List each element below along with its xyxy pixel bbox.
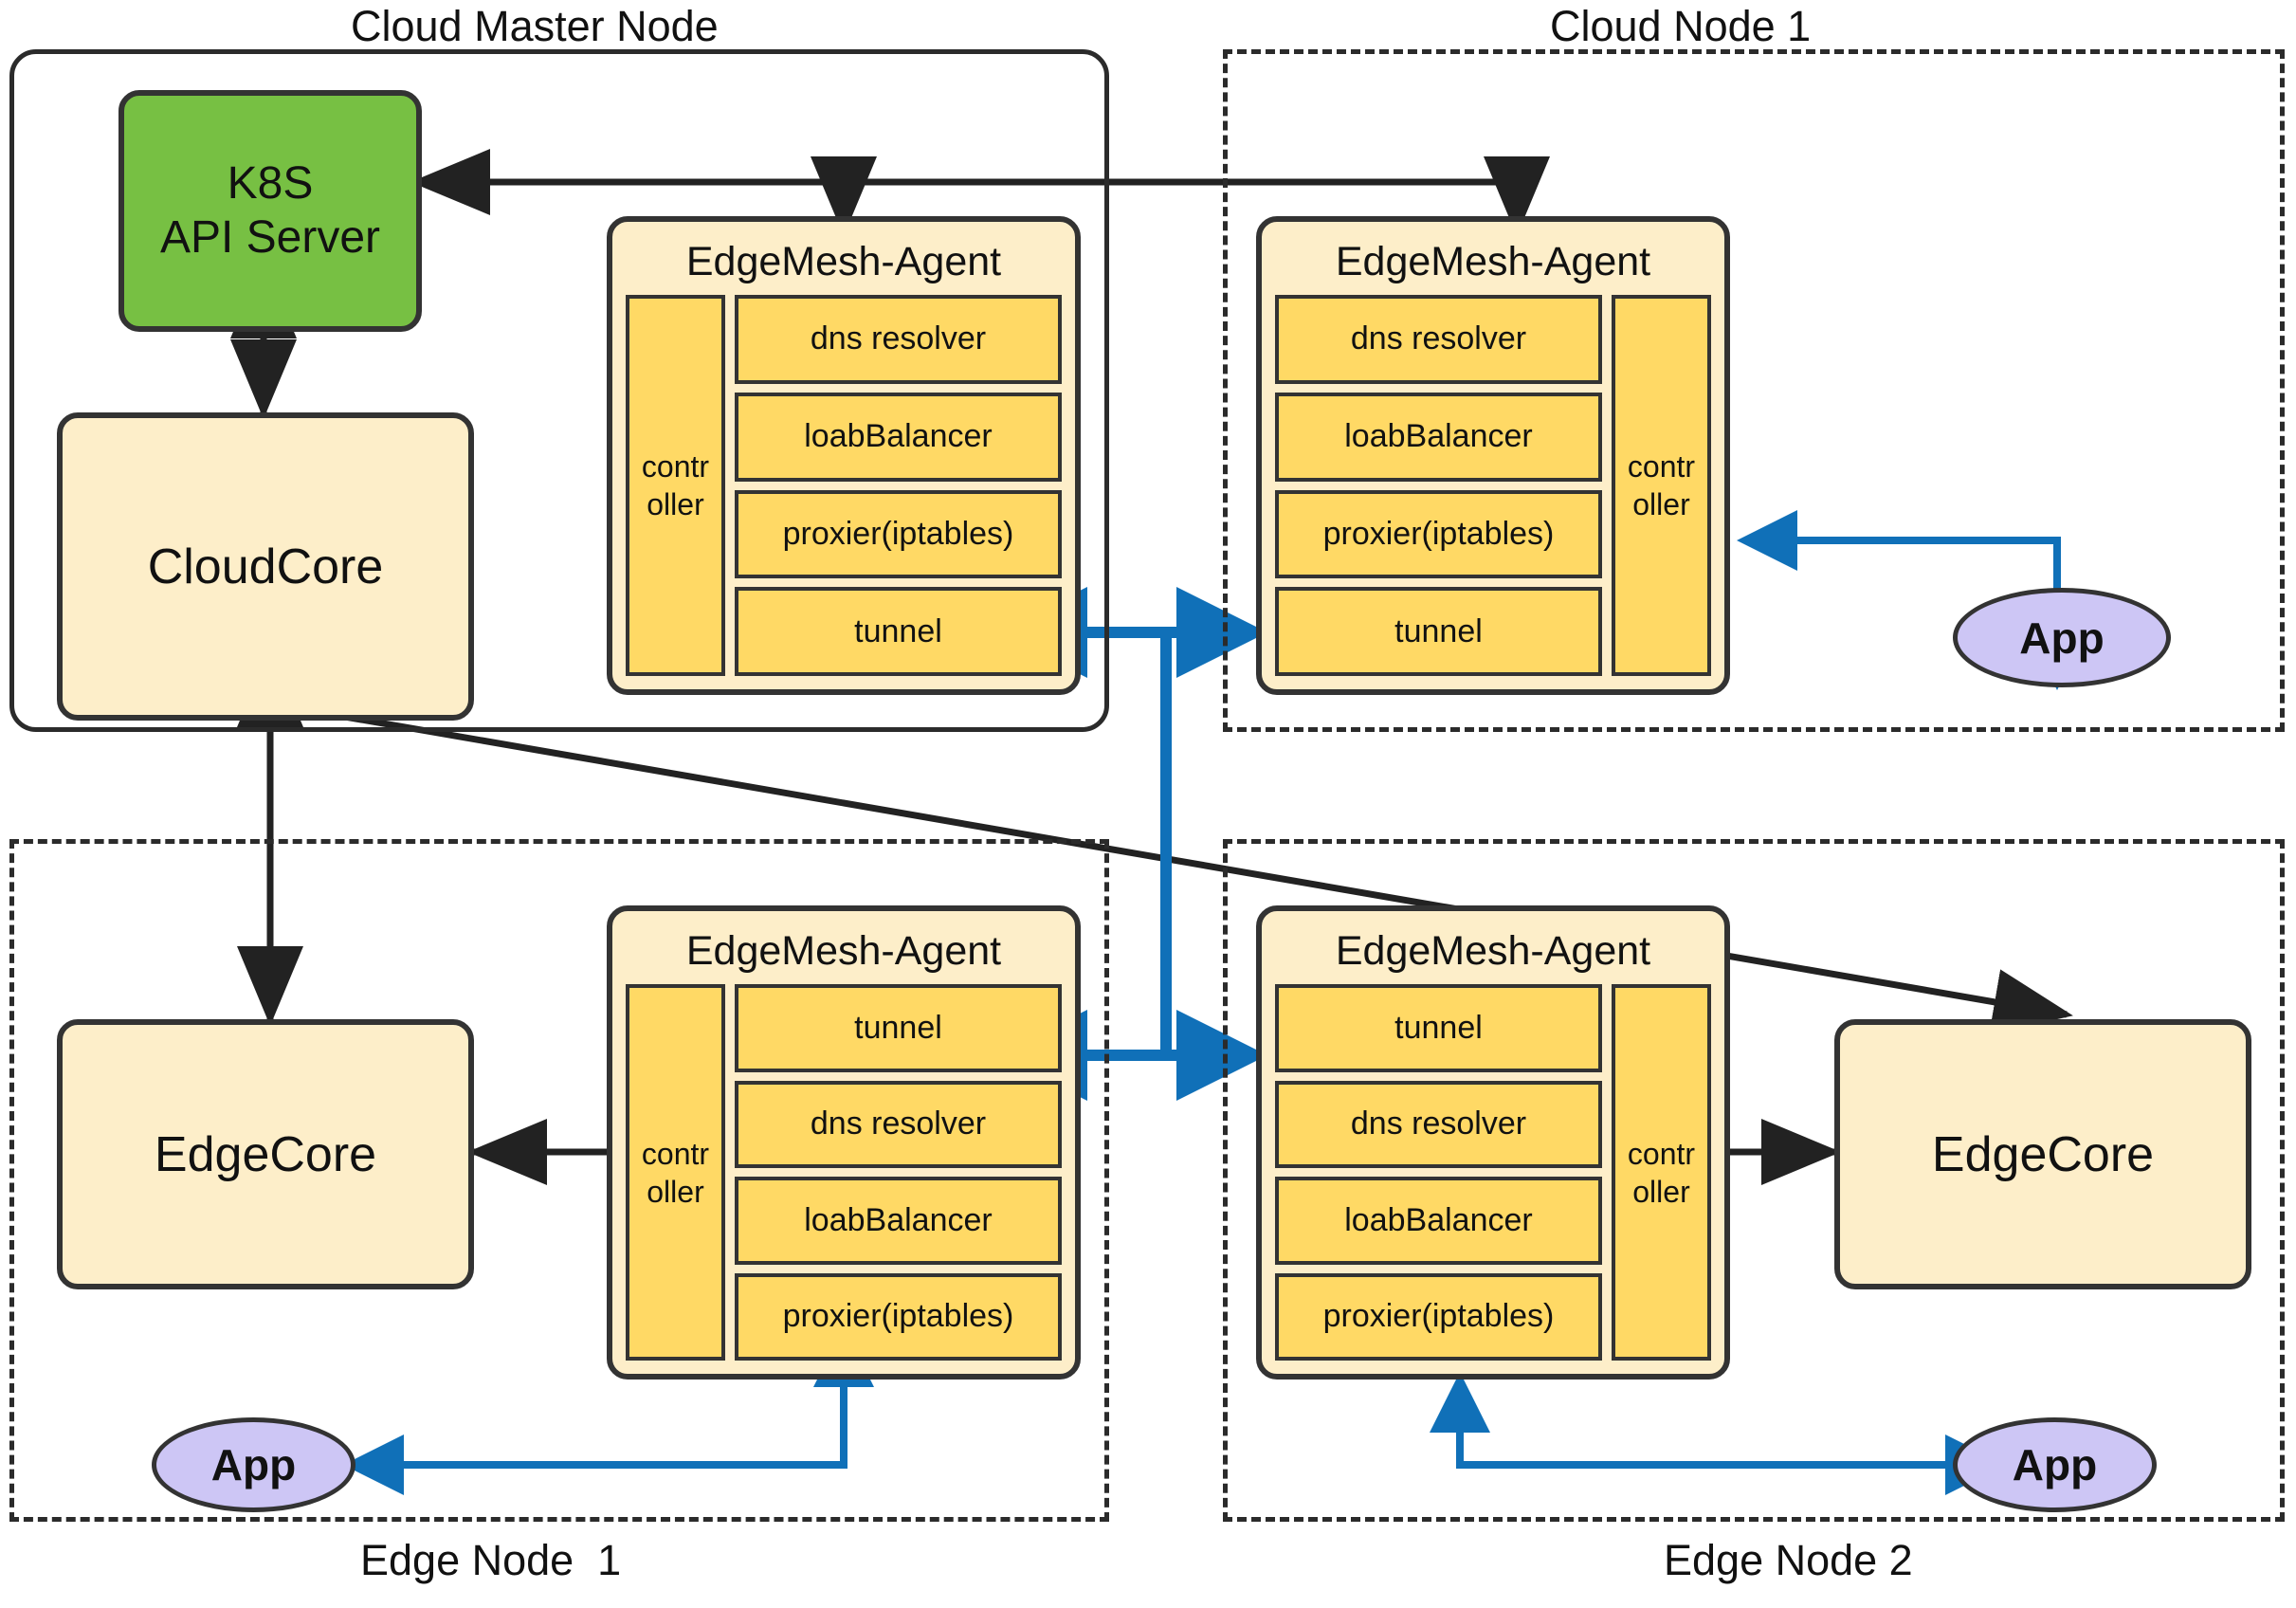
agent-modules: dns resolver loabBalancer proxier(iptabl… xyxy=(735,295,1062,676)
agent-title: EdgeMesh-Agent xyxy=(685,239,1002,284)
agent-module[interactable]: proxier(iptables) xyxy=(1275,489,1602,579)
agent-module[interactable]: dns resolver xyxy=(1275,295,1602,384)
agent-module-tunnel[interactable]: tunnel xyxy=(1275,984,1602,1072)
app-label: App xyxy=(2012,1440,2098,1489)
agent-title: EdgeMesh-Agent xyxy=(1335,928,1651,974)
app-edge-node-2[interactable]: App xyxy=(1953,1417,2157,1512)
agent-controller[interactable]: contr oller xyxy=(1612,295,1711,676)
agent-module-tunnel[interactable]: tunnel xyxy=(735,587,1062,676)
edge-node-1-label: Edge Node 1 xyxy=(360,1536,622,1584)
agent-module[interactable]: dns resolver xyxy=(735,1080,1062,1168)
agent-controller[interactable]: contr oller xyxy=(1612,984,1711,1361)
edge-node-1-zone xyxy=(9,839,1109,1522)
agent-module-tunnel[interactable]: tunnel xyxy=(1275,587,1602,676)
edgecore-box-edge-node-2[interactable]: EdgeCore xyxy=(1834,1019,2251,1289)
cloudcore-label: CloudCore xyxy=(147,539,384,594)
app-cloud-node-1[interactable]: App xyxy=(1953,588,2171,687)
agent-module[interactable]: proxier(iptables) xyxy=(1275,1272,1602,1361)
edge-node-2-zone xyxy=(1223,839,2285,1522)
app-edge-node-1[interactable]: App xyxy=(152,1417,355,1512)
agent-module[interactable]: proxier(iptables) xyxy=(735,1272,1062,1361)
agent-module[interactable]: dns resolver xyxy=(1275,1080,1602,1168)
agent-module[interactable]: loabBalancer xyxy=(1275,392,1602,482)
connector-agent1-to-app1 xyxy=(343,1326,874,1495)
edgecore-box-edge-node-1[interactable]: EdgeCore xyxy=(57,1019,474,1289)
agent-module[interactable]: loabBalancer xyxy=(735,392,1062,482)
cloud-master-node-label: Cloud Master Node xyxy=(351,2,719,50)
agent-module[interactable]: loabBalancer xyxy=(735,1177,1062,1265)
edgemesh-agent-edge-node-1[interactable]: EdgeMesh-Agent contr oller tunnel dns re… xyxy=(607,905,1081,1380)
agent-module-tunnel[interactable]: tunnel xyxy=(735,984,1062,1072)
connector-app2-to-agent2 xyxy=(1430,1372,2006,1495)
agent-module[interactable]: loabBalancer xyxy=(1275,1177,1602,1265)
app-label: App xyxy=(210,1440,297,1489)
edge-node-2-label: Edge Node 2 xyxy=(1664,1536,1913,1584)
cloudcore-box[interactable]: CloudCore xyxy=(57,412,474,721)
edgemesh-agent-cloud-node-1[interactable]: EdgeMesh-Agent dns resolver loabBalancer… xyxy=(1256,216,1730,695)
cloud-node-1-zone xyxy=(1223,49,2285,732)
agent-controller[interactable]: contr oller xyxy=(626,295,725,676)
agent-modules: tunnel dns resolver loabBalancer proxier… xyxy=(735,984,1062,1361)
agent-controller[interactable]: contr oller xyxy=(626,984,725,1361)
agent-modules: dns resolver loabBalancer proxier(iptabl… xyxy=(1275,295,1602,676)
edgemesh-agent-master[interactable]: EdgeMesh-Agent contr oller dns resolver … xyxy=(607,216,1081,695)
app-label: App xyxy=(2019,612,2105,663)
k8s-api-server-box[interactable]: K8S API Server xyxy=(118,90,422,332)
edgecore-label: EdgeCore xyxy=(1931,1126,2155,1182)
agent-title: EdgeMesh-Agent xyxy=(685,928,1002,974)
k8s-api-server-label: K8S API Server xyxy=(159,157,381,263)
edgemesh-agent-edge-node-2[interactable]: EdgeMesh-Agent tunnel dns resolver loabB… xyxy=(1256,905,1730,1380)
cloud-node-1-label: Cloud Node 1 xyxy=(1550,2,1812,50)
connector-cloudcore-edgecore2 xyxy=(283,703,2073,1035)
agent-module[interactable]: proxier(iptables) xyxy=(735,489,1062,579)
cloud-master-node-zone xyxy=(9,49,1109,732)
agent-module[interactable]: dns resolver xyxy=(735,295,1062,384)
edgecore-label: EdgeCore xyxy=(154,1126,377,1182)
agent-modules: tunnel dns resolver loabBalancer proxier… xyxy=(1275,984,1602,1361)
agent-title: EdgeMesh-Agent xyxy=(1335,239,1651,284)
